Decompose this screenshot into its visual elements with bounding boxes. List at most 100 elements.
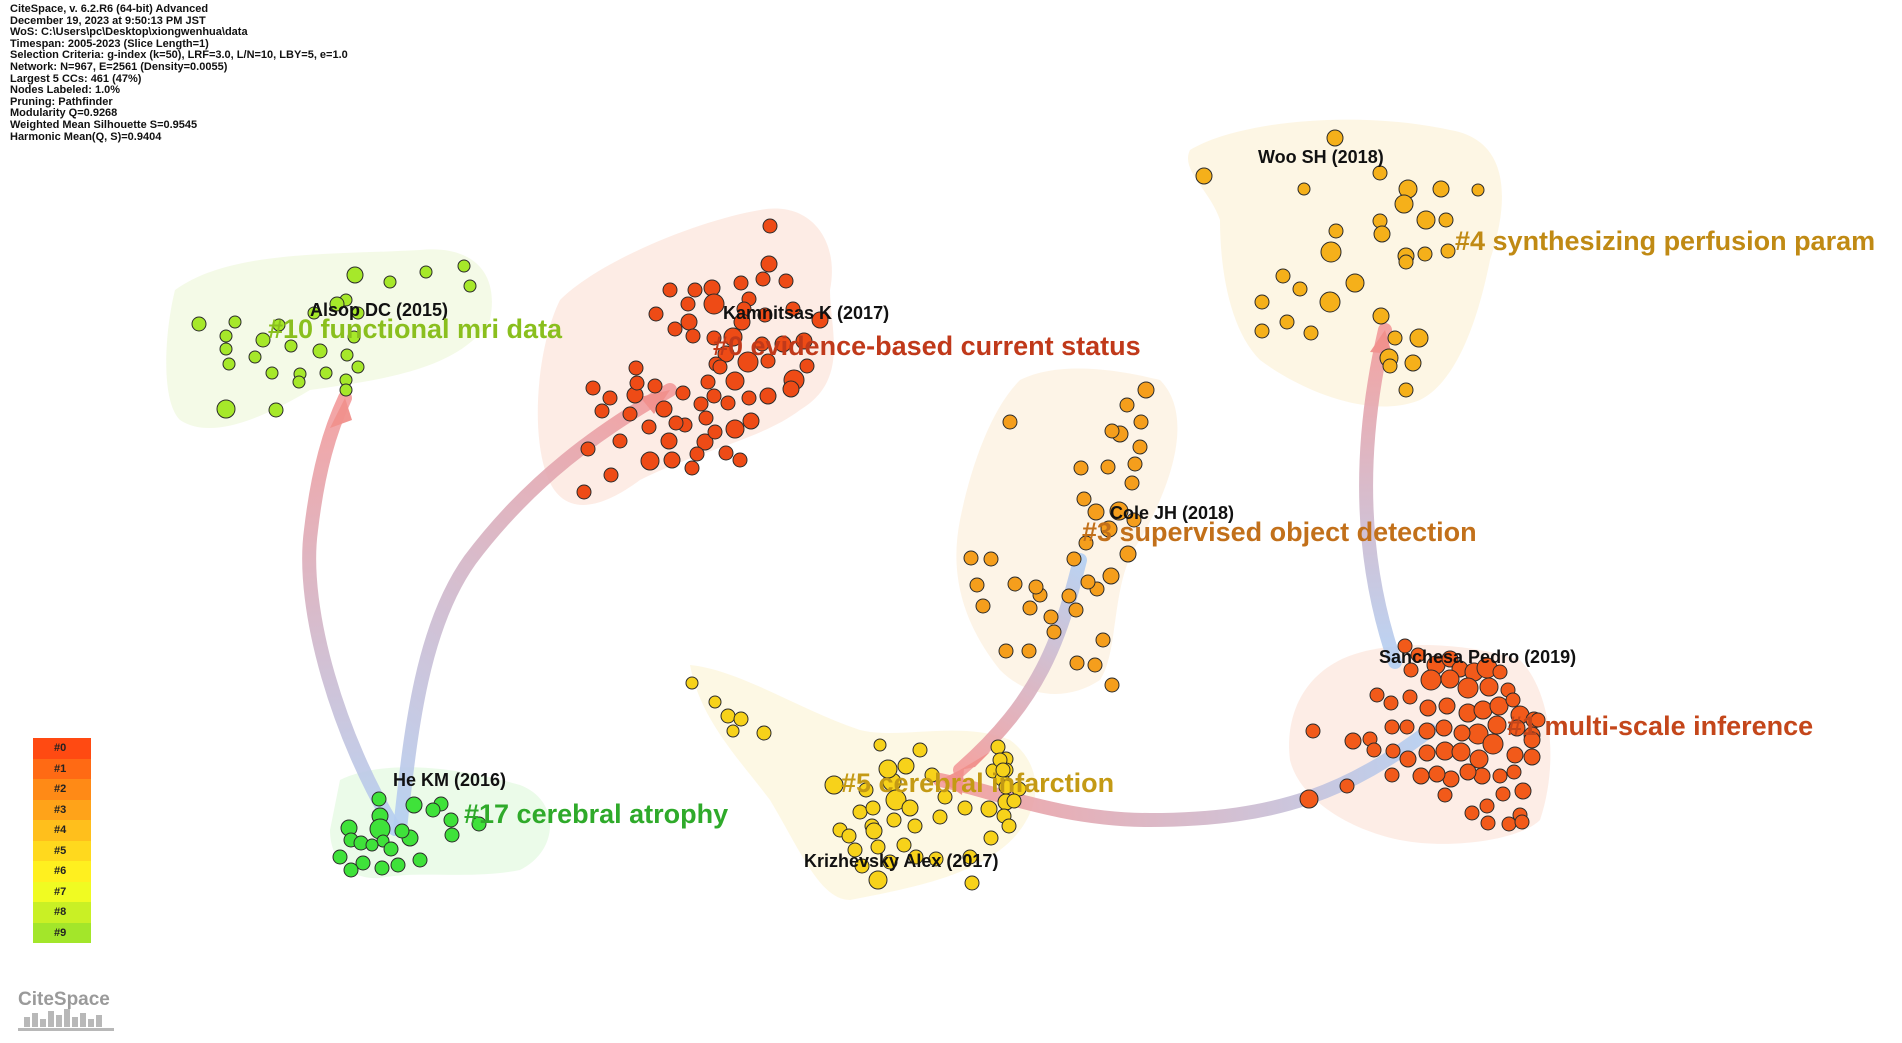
node-c0[interactable]: [668, 415, 684, 431]
node-c1[interactable]: [1514, 814, 1530, 830]
node-c1[interactable]: [1473, 767, 1491, 785]
node-c1[interactable]: [1412, 767, 1430, 785]
node-c0[interactable]: [732, 452, 748, 468]
node-c1[interactable]: [1440, 669, 1460, 689]
node-c1[interactable]: [1492, 768, 1508, 784]
node-c5[interactable]: [897, 757, 915, 775]
node-c5[interactable]: [873, 738, 887, 752]
node-c10[interactable]: [255, 332, 271, 348]
node-c10[interactable]: [272, 318, 286, 332]
node-c4[interactable]: [1345, 273, 1365, 293]
node-c17[interactable]: [332, 849, 348, 865]
node-c3[interactable]: [1100, 459, 1116, 475]
node-c5[interactable]: [1001, 818, 1017, 834]
node-c5[interactable]: [882, 854, 898, 870]
node-c0[interactable]: [647, 378, 663, 394]
node-c4[interactable]: [1382, 358, 1398, 374]
node-c0[interactable]: [718, 445, 734, 461]
node-c1[interactable]: [1384, 719, 1400, 735]
node-c5[interactable]: [685, 676, 699, 690]
node-c5[interactable]: [957, 800, 973, 816]
node-c3[interactable]: [1061, 588, 1077, 604]
node-c10[interactable]: [419, 265, 433, 279]
node-c3[interactable]: [1100, 520, 1118, 538]
node-c10[interactable]: [319, 366, 333, 380]
node-c4[interactable]: [1297, 182, 1311, 196]
node-c17[interactable]: [365, 838, 379, 852]
node-c4[interactable]: [1279, 314, 1295, 330]
node-c0[interactable]: [663, 451, 681, 469]
node-c4[interactable]: [1303, 325, 1319, 341]
node-c0[interactable]: [782, 380, 800, 398]
node-c17[interactable]: [425, 802, 441, 818]
node-c4[interactable]: [1438, 212, 1454, 228]
node-c1[interactable]: [1505, 692, 1521, 708]
node-c3[interactable]: [1022, 600, 1038, 616]
node-c1[interactable]: [1482, 733, 1504, 755]
node-c10[interactable]: [292, 375, 306, 389]
node-c5[interactable]: [865, 822, 883, 840]
node-c3[interactable]: [1087, 503, 1105, 521]
node-c1[interactable]: [1410, 647, 1426, 663]
node-c0[interactable]: [706, 388, 722, 404]
node-c1[interactable]: [1366, 742, 1382, 758]
node-c5[interactable]: [868, 870, 888, 890]
node-c3[interactable]: [1076, 491, 1092, 507]
node-c0[interactable]: [698, 410, 714, 426]
node-c0[interactable]: [641, 419, 657, 435]
node-c17[interactable]: [412, 852, 428, 868]
node-c5[interactable]: [733, 711, 749, 727]
node-c10[interactable]: [339, 383, 353, 397]
node-c3[interactable]: [1104, 677, 1120, 693]
node-c0[interactable]: [585, 380, 601, 396]
node-c4[interactable]: [1328, 223, 1344, 239]
node-c5[interactable]: [980, 800, 998, 818]
node-c17[interactable]: [443, 812, 459, 828]
node-c17[interactable]: [394, 823, 410, 839]
node-c1[interactable]: [1523, 731, 1541, 749]
node-c0[interactable]: [594, 403, 610, 419]
node-c0[interactable]: [762, 218, 778, 234]
node-c4[interactable]: [1275, 268, 1291, 284]
node-c3[interactable]: [1133, 414, 1149, 430]
node-c0[interactable]: [612, 433, 628, 449]
node-c0[interactable]: [737, 351, 759, 373]
node-c4[interactable]: [1404, 354, 1422, 372]
node-c3[interactable]: [1126, 512, 1142, 528]
node-c1[interactable]: [1339, 778, 1355, 794]
node-c17[interactable]: [405, 796, 423, 814]
node-c1[interactable]: [1420, 669, 1442, 691]
node-c0[interactable]: [700, 374, 716, 390]
node-c5[interactable]: [756, 725, 772, 741]
node-c17[interactable]: [343, 862, 359, 878]
node-c3[interactable]: [1002, 414, 1018, 430]
node-c5[interactable]: [924, 767, 940, 783]
node-c0[interactable]: [662, 282, 678, 298]
node-c3[interactable]: [1021, 643, 1037, 659]
node-c3[interactable]: [1078, 535, 1094, 551]
node-c0[interactable]: [774, 335, 792, 353]
node-c17[interactable]: [444, 827, 460, 843]
node-c5[interactable]: [907, 818, 923, 834]
node-c3[interactable]: [1119, 545, 1137, 563]
node-c1[interactable]: [1480, 815, 1496, 831]
node-c0[interactable]: [680, 296, 696, 312]
node-c0[interactable]: [580, 441, 596, 457]
node-c0[interactable]: [696, 433, 714, 451]
node-c1[interactable]: [1369, 687, 1385, 703]
node-c3[interactable]: [1102, 567, 1120, 585]
node-c0[interactable]: [725, 371, 745, 391]
node-c0[interactable]: [680, 313, 698, 331]
node-c0[interactable]: [733, 313, 751, 331]
node-c1[interactable]: [1397, 638, 1413, 654]
node-c3[interactable]: [1007, 576, 1023, 592]
node-c0[interactable]: [760, 353, 776, 369]
node-c5[interactable]: [995, 762, 1011, 778]
node-c3[interactable]: [1066, 551, 1082, 567]
node-c0[interactable]: [733, 275, 749, 291]
node-c4[interactable]: [1292, 281, 1308, 297]
node-c4[interactable]: [1195, 167, 1213, 185]
node-c10[interactable]: [268, 402, 284, 418]
node-c1[interactable]: [1508, 719, 1526, 737]
node-c1[interactable]: [1399, 750, 1417, 768]
